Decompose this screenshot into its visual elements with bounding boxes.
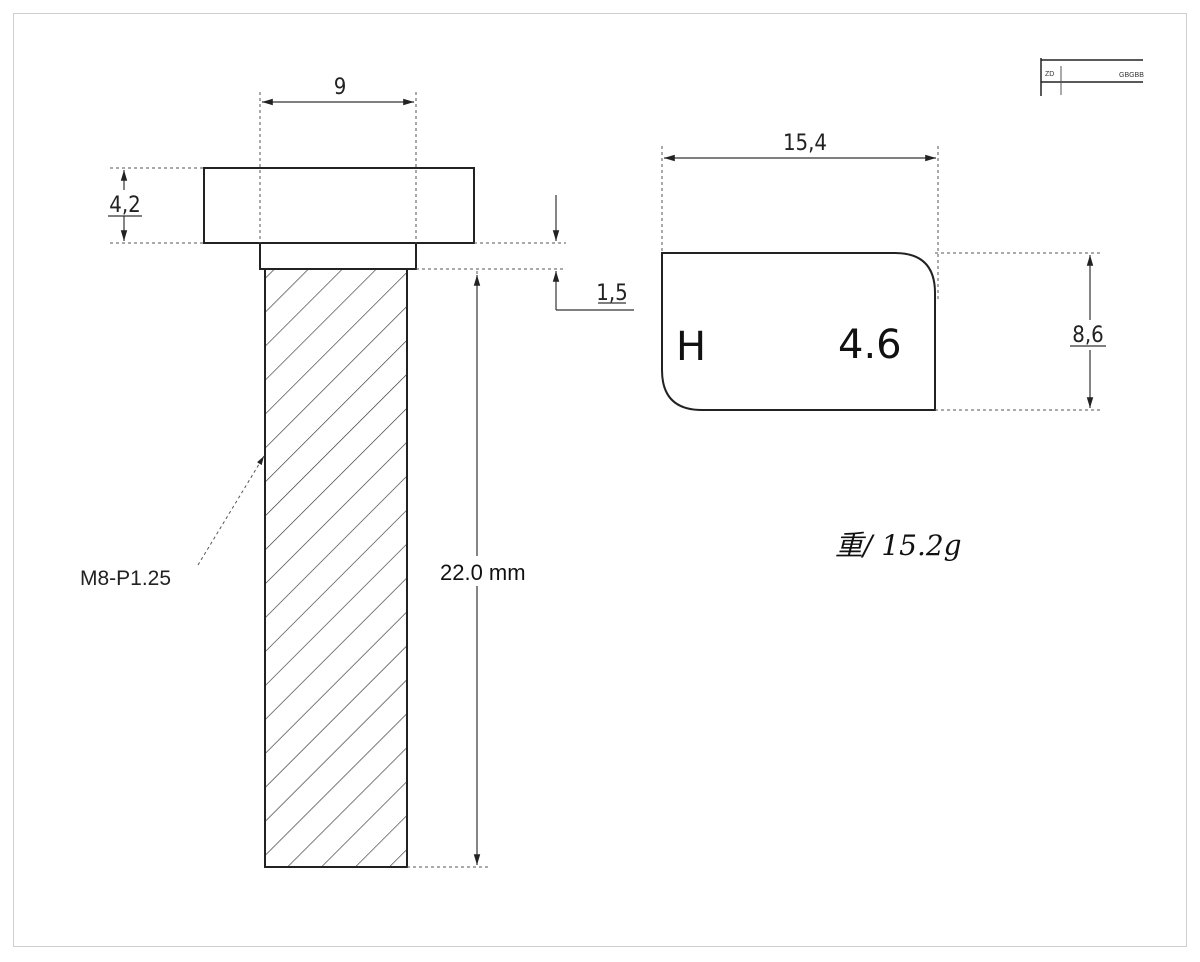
dimension-label: 1,5 xyxy=(596,281,627,306)
bolt-head xyxy=(203,167,475,244)
drawing-frame xyxy=(13,13,1187,947)
title-block-cell: ZD xyxy=(1045,71,1054,78)
dimension-label: 22.0 mm xyxy=(440,560,526,585)
dimension-label: 8,6 xyxy=(1072,323,1103,348)
dimension-collar-height: 1,5 xyxy=(416,195,634,311)
title-block-cell: GBGBB xyxy=(1119,72,1144,79)
dimension-head-width: 9 xyxy=(259,75,417,243)
bolt-side-view xyxy=(203,167,475,868)
bolt-shaft-threaded xyxy=(264,268,408,868)
title-block-fragment: ZD GBGBB xyxy=(1040,58,1144,96)
thread-callout: M8-P1.25 xyxy=(80,455,265,590)
head-marking-manufacturer: H xyxy=(676,324,706,370)
handwritten-weight-note: 重/ 15.2g xyxy=(835,529,962,562)
dimension-label: 9 xyxy=(334,75,347,100)
dimension-head-height: 4,2 xyxy=(106,167,204,244)
dimension-head-across: 15,4 xyxy=(661,131,939,300)
thread-label: M8-P1.25 xyxy=(80,567,171,590)
dimension-head-depth: 8,6 xyxy=(935,252,1110,411)
dimension-shaft-length: 22.0 mm xyxy=(407,271,548,868)
head-marking-grade: 4.6 xyxy=(838,322,902,368)
dimension-label: 15,4 xyxy=(783,131,827,156)
dimension-label: 4,2 xyxy=(109,193,140,218)
head-top-view: H 4.6 xyxy=(661,252,936,411)
bolt-collar xyxy=(259,242,417,270)
